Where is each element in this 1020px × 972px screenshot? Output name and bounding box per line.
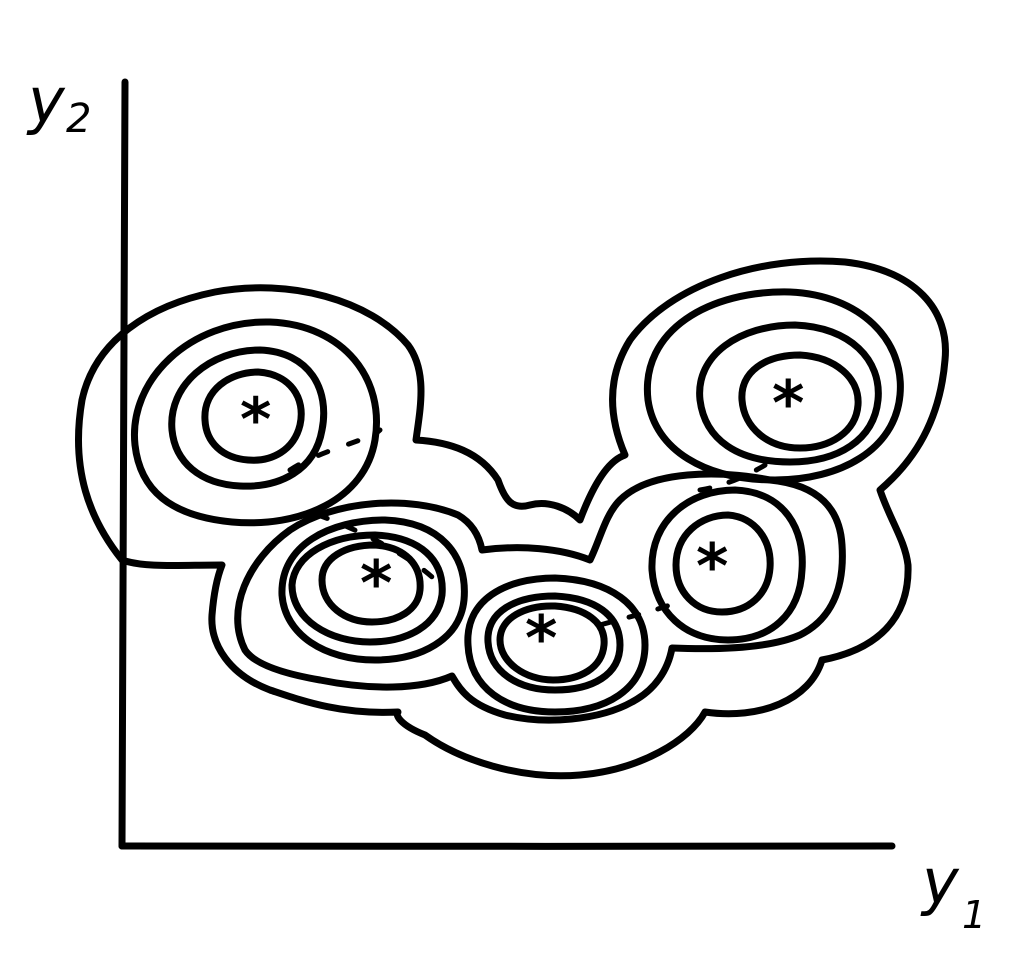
cluster-upper-right-ring-inner <box>738 351 862 452</box>
cluster-bottom-center-ring-middle <box>484 592 624 694</box>
cluster-mid-right: * <box>648 486 806 644</box>
cluster-upper-left-ring-inner <box>201 368 305 464</box>
cluster-upper-left-ring-middle <box>168 346 328 490</box>
cluster-bottom-center-ring-outer <box>464 574 649 716</box>
cluster-mid-right-marker: * <box>696 530 728 603</box>
y-axis-label: y 2 <box>26 64 91 142</box>
cluster-upper-left-marker: * <box>240 385 271 455</box>
cluster-mid-left: * <box>278 516 468 664</box>
cluster-mid-left-ring-middle <box>288 531 446 646</box>
x-axis-label-letter: y <box>920 845 960 918</box>
dashed-link-center-right <box>597 602 673 628</box>
x-axis-label-subscript: 1 <box>962 893 986 937</box>
cluster-mid-right-ring-outer <box>648 486 806 644</box>
y-axis-line <box>118 78 129 850</box>
cluster-bottom-center-marker: * <box>525 602 557 675</box>
cluster-bottom-center: * <box>464 574 649 716</box>
cluster-upper-left-ring-outer <box>130 318 380 527</box>
axes <box>118 78 896 850</box>
outer-contour <box>74 257 949 780</box>
y-axis-label-letter: y <box>26 64 66 137</box>
cluster-upper-right-ring-outer <box>643 288 904 484</box>
cluster-mid-left-marker: * <box>360 547 392 620</box>
cluster-mid-right-ring-inner <box>672 511 774 616</box>
dashed-link-right <box>697 452 783 493</box>
cluster-upper-right-ring-middle <box>696 321 882 466</box>
cluster-upper-left: * <box>130 318 380 527</box>
cluster-upper-right-marker: * <box>772 367 804 440</box>
dashed-link-upper-left <box>287 427 383 473</box>
cluster-mid-left-ring-inner <box>318 541 424 626</box>
cluster-upper-right: * <box>643 288 904 484</box>
x-axis-label: y 1 <box>920 845 986 937</box>
dashed-links <box>287 427 783 628</box>
y-axis-label-subscript: 2 <box>66 96 91 142</box>
inner-merged-contour <box>234 470 846 724</box>
cluster-bottom-center-ring-inner <box>496 602 608 684</box>
cluster-mid-left-ring-outer <box>278 516 468 664</box>
